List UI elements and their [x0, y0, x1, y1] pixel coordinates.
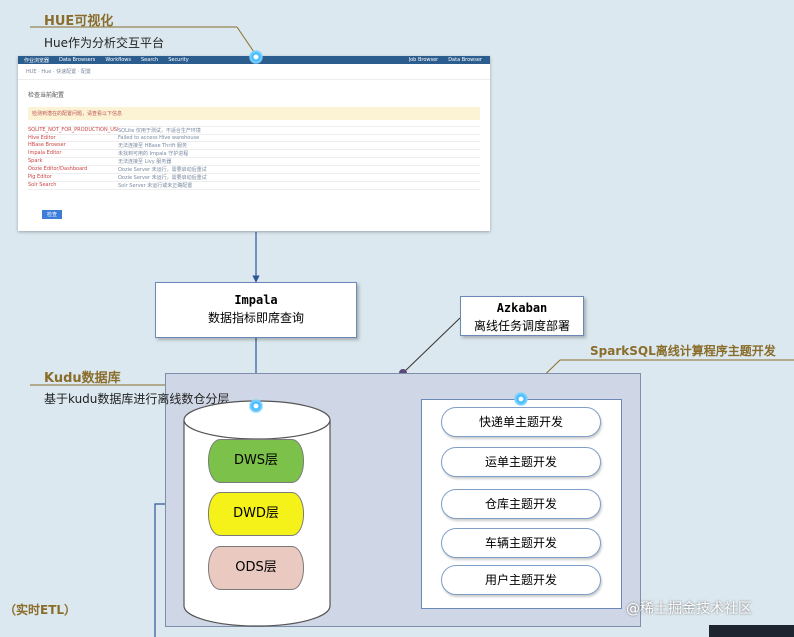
hue-nav-right[interactable]: Data Browser: [448, 57, 482, 63]
hue-warning: 检测到潜在的配置问题，请查看以下信息: [28, 107, 480, 120]
etl-label: （实时ETL）: [4, 603, 77, 617]
hue-nav-right[interactable]: Job Browser: [408, 57, 439, 63]
azkaban-subtitle: 离线任务调度部署: [473, 319, 570, 333]
hue-check-button[interactable]: 检查: [42, 210, 63, 219]
hue-title: HUE可视化: [44, 14, 114, 29]
watermark: @稀土掘金技术社区: [626, 601, 752, 617]
sparksql-title: SparkSQL离线计算程序主题开发: [590, 344, 776, 358]
impala-title: Impala: [234, 293, 278, 307]
kudu-subtitle: 基于kudu数据库进行离线数仓分层: [44, 392, 230, 406]
topic-express-order: 快递单主题开发: [441, 407, 601, 437]
hue-section-title: 检查当前配置: [28, 92, 65, 99]
watermark-bar: [709, 625, 794, 637]
topic-warehouse: 仓库主题开发: [441, 489, 601, 519]
azkaban-callout-line: [402, 317, 461, 374]
topic-waybill: 运单主题开发: [441, 447, 601, 477]
hue-nav-item[interactable]: Data Browsers: [59, 57, 96, 63]
hue-nav-item[interactable]: Workflows: [105, 57, 131, 63]
kudu-anchor-icon: [249, 399, 263, 413]
hue-nav-item[interactable]: Search: [141, 57, 159, 63]
topic-user: 用户主题开发: [441, 565, 601, 595]
hue-nav-item[interactable]: 作业浏览器: [24, 57, 50, 64]
hue-subtitle: Hue作为分析交互平台: [44, 36, 165, 50]
dwd-layer: DWD层: [208, 492, 304, 536]
ods-layer: ODS层: [208, 546, 304, 590]
impala-box: Impala 数据指标即席查询: [155, 282, 357, 338]
kudu-title: Kudu数据库: [44, 371, 121, 386]
impala-subtitle: 数据指标即席查询: [207, 311, 304, 325]
hue-screenshot: 作业浏览器 Data Browsers Workflows Search Sec…: [18, 56, 490, 231]
hue-anchor-icon: [249, 50, 263, 64]
spark-anchor-icon: [514, 392, 528, 406]
azkaban-box: Azkaban 离线任务调度部署: [460, 296, 584, 336]
topic-vehicle: 车辆主题开发: [441, 528, 601, 558]
azkaban-title: Azkaban: [496, 301, 548, 315]
hue-breadcrumb: HUE · Hue · 快速配置 · 配置: [18, 64, 490, 80]
dws-layer: DWS层: [208, 439, 304, 483]
hue-nav-item[interactable]: Security: [168, 57, 189, 63]
